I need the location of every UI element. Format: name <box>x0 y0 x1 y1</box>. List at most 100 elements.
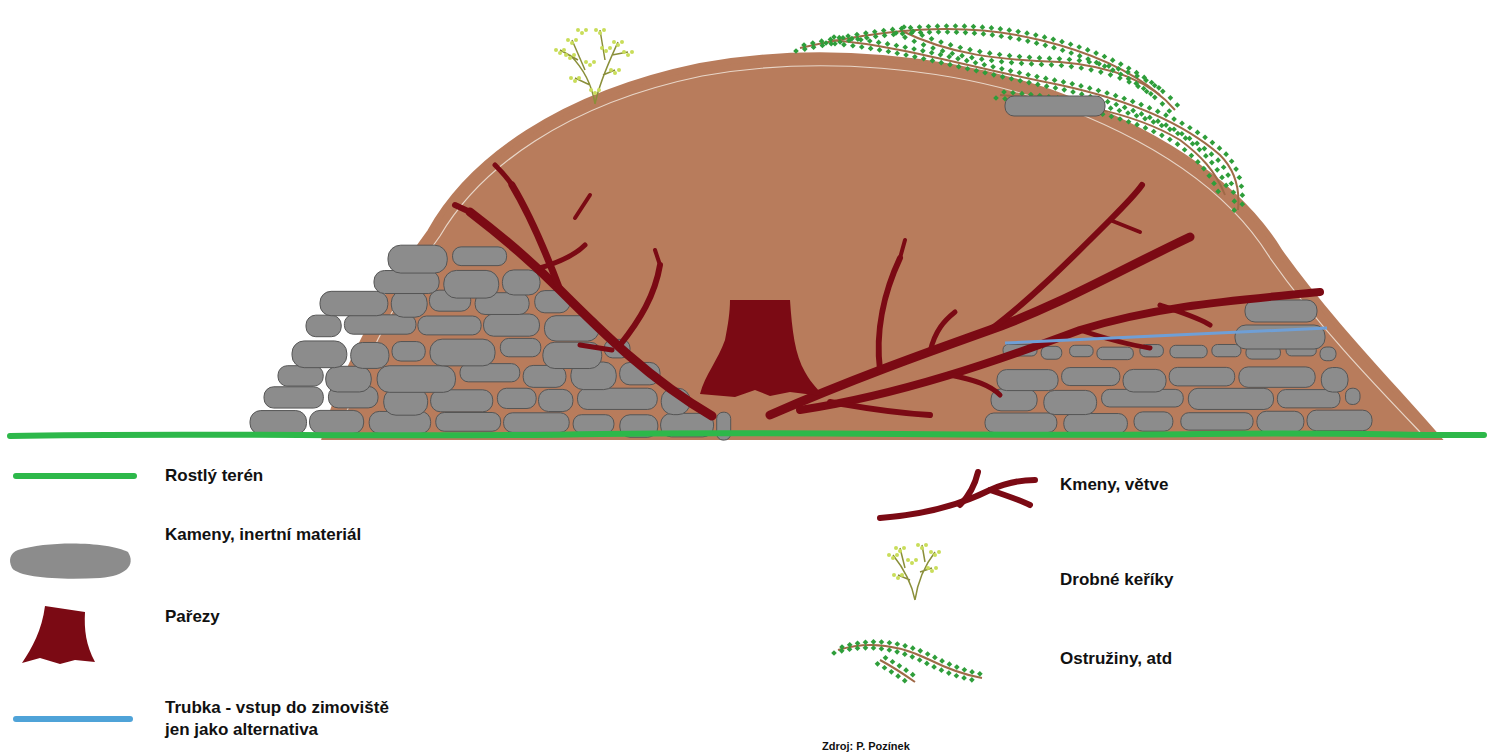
leaf <box>847 646 853 652</box>
leaf <box>1009 60 1015 66</box>
leaf <box>1223 151 1229 157</box>
leaf <box>1015 29 1021 35</box>
leaf <box>573 79 577 83</box>
leaf <box>600 46 604 50</box>
leaf <box>1098 69 1104 75</box>
leaf <box>1096 88 1102 94</box>
leaf <box>898 549 902 553</box>
leaf <box>1166 108 1172 114</box>
leaf <box>931 664 937 670</box>
stone <box>1245 300 1317 322</box>
leaf <box>1239 183 1245 189</box>
leaf <box>998 26 1004 32</box>
leaf <box>839 648 845 654</box>
leaf <box>934 566 938 570</box>
leaf <box>574 38 578 42</box>
leaf <box>894 546 898 550</box>
stone <box>497 388 536 408</box>
stone <box>1169 367 1235 386</box>
leaf <box>957 45 963 51</box>
leaf <box>969 677 975 683</box>
leaf <box>1126 119 1132 125</box>
leaf <box>1160 101 1166 107</box>
stone <box>391 290 427 317</box>
leaf <box>1087 85 1093 91</box>
leaf <box>882 33 888 39</box>
leaf <box>911 46 917 52</box>
stone <box>1188 388 1273 409</box>
leaf <box>1206 173 1212 179</box>
leaf <box>1209 151 1215 157</box>
stone <box>326 366 372 392</box>
leaf <box>955 56 961 62</box>
leaf <box>1033 32 1039 38</box>
stone <box>431 390 493 412</box>
leaf <box>1126 79 1132 85</box>
stone <box>374 271 439 294</box>
leaf <box>887 553 891 557</box>
leaf <box>885 41 891 47</box>
leaf <box>1037 55 1043 61</box>
leaf <box>989 58 995 64</box>
leaf <box>917 24 923 30</box>
leaf <box>959 53 965 59</box>
leaf <box>930 45 936 51</box>
leaf <box>1049 62 1055 68</box>
leaf <box>917 648 923 654</box>
leaf <box>872 29 878 35</box>
leaf <box>1160 88 1166 94</box>
leaf <box>932 655 938 661</box>
stone <box>344 315 416 334</box>
leaf <box>980 24 986 30</box>
leaf <box>990 32 996 38</box>
leaf <box>1151 119 1157 125</box>
leaf <box>902 34 908 40</box>
leaf <box>979 56 985 62</box>
leaf <box>1203 153 1209 159</box>
leaf <box>1197 147 1203 153</box>
leaf <box>977 49 983 55</box>
leaf <box>1138 102 1144 108</box>
leaf <box>1113 93 1119 99</box>
stone <box>388 245 447 273</box>
leaf <box>946 670 952 676</box>
leaf <box>1042 34 1048 40</box>
stone <box>320 291 388 315</box>
leaf <box>1143 78 1149 84</box>
leaf <box>1151 129 1157 135</box>
leaf <box>1155 109 1161 115</box>
leaf <box>1077 53 1083 59</box>
leaf <box>1135 84 1141 90</box>
leaf <box>1008 68 1014 74</box>
leaf <box>962 667 968 673</box>
leaf <box>936 29 942 35</box>
leaf <box>989 25 995 31</box>
leaf <box>910 28 916 34</box>
leaf <box>562 48 566 52</box>
leaf <box>1163 112 1169 118</box>
leaf <box>1215 157 1221 163</box>
leaf <box>1239 201 1245 207</box>
leaf <box>929 36 935 42</box>
leaf <box>930 58 936 64</box>
leaf <box>910 645 916 651</box>
leaf <box>1108 72 1114 78</box>
leaf <box>598 31 602 35</box>
leaf <box>981 31 987 37</box>
leaf <box>1060 47 1066 53</box>
leaf <box>1134 122 1140 128</box>
leaf <box>1019 60 1025 66</box>
leaf <box>938 60 944 66</box>
leaf <box>945 29 951 35</box>
leaf <box>1068 50 1074 56</box>
leaf <box>613 71 617 75</box>
leaf <box>1152 83 1158 89</box>
leaf <box>1108 105 1114 111</box>
legend-branch-sample <box>880 472 1035 518</box>
legend-bramble-sample <box>838 645 982 682</box>
leaf <box>894 641 900 647</box>
leaf <box>1043 76 1049 82</box>
leaf <box>1211 181 1217 187</box>
leaf <box>855 645 861 651</box>
leaf <box>1016 36 1022 42</box>
